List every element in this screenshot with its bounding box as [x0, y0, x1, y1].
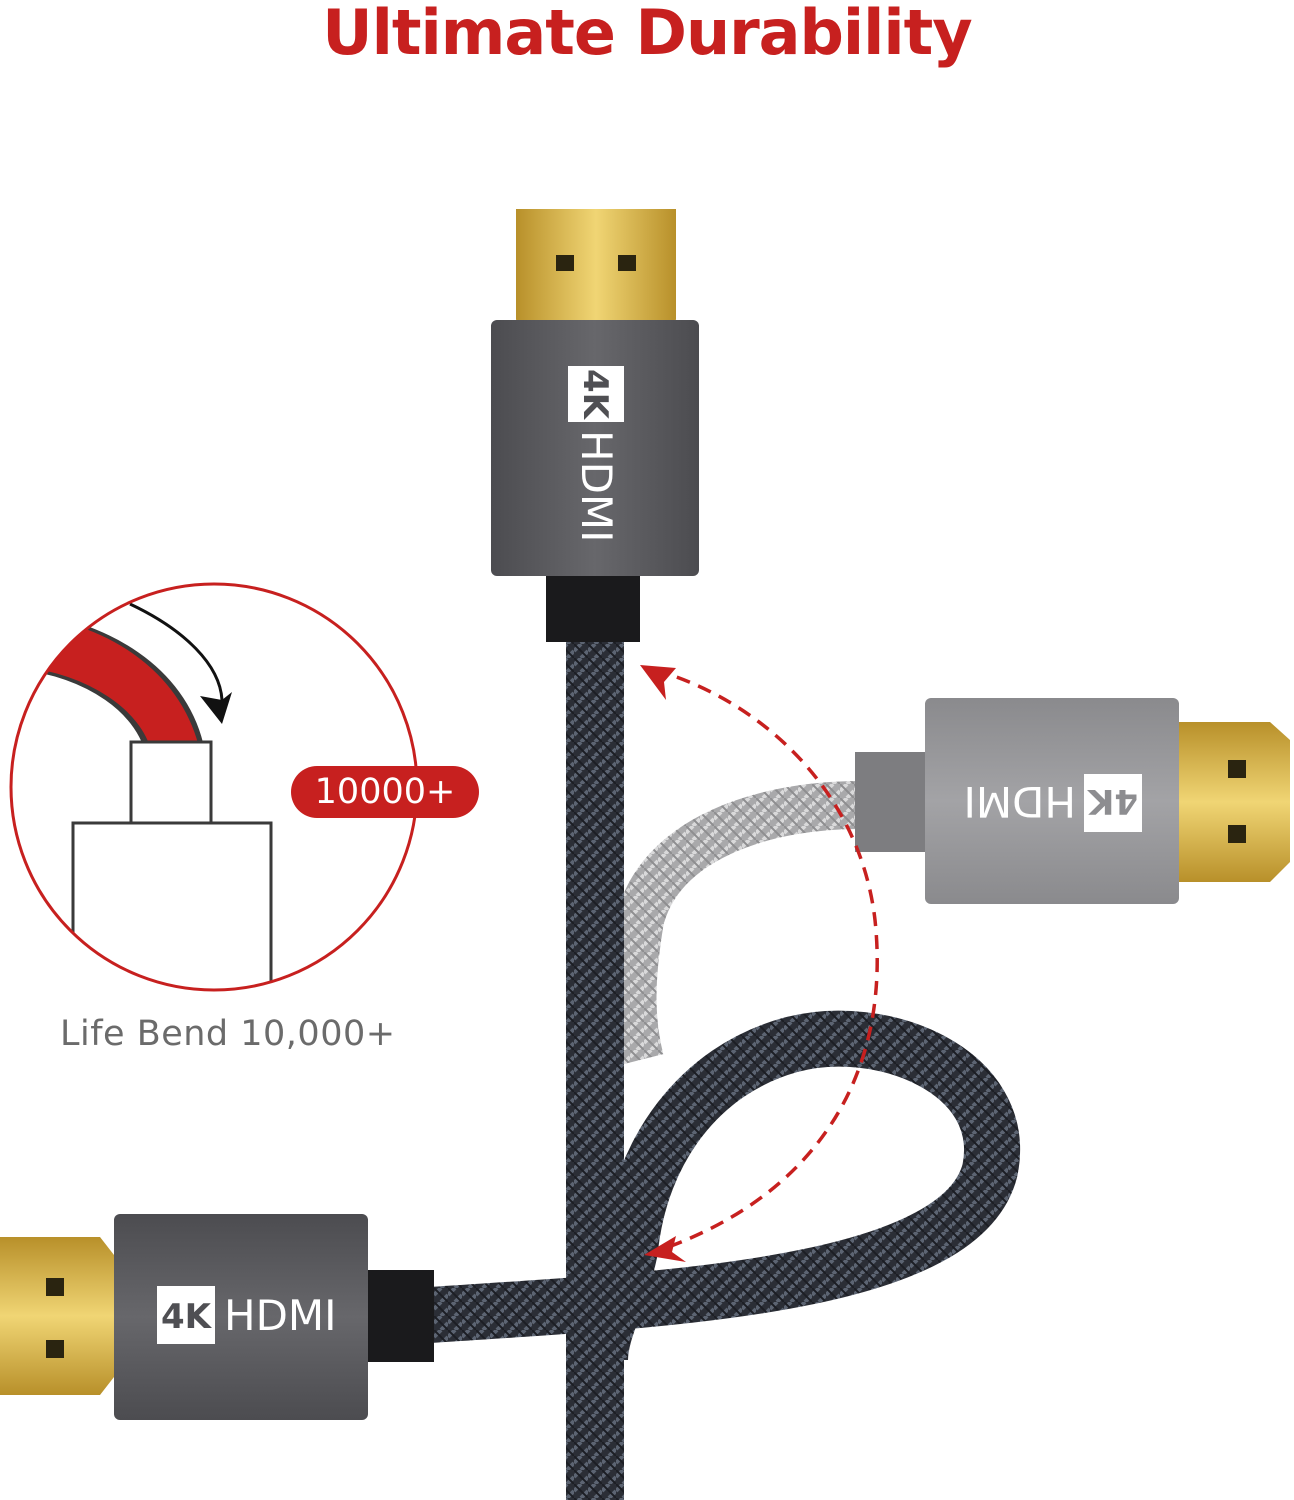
hdmi-connector-right: 4K HDMI — [855, 698, 1290, 904]
bend-caption: Life Bend 10,000+ — [60, 1014, 396, 1054]
arc-arrowhead-bottom — [644, 1236, 686, 1262]
hdmi-connector-bottom: 4K HDMI — [0, 1214, 434, 1420]
connector-top-label: HDMI — [572, 430, 621, 543]
connector-bottom-label: HDMI — [224, 1291, 337, 1340]
connector-top-badge: 4K — [575, 369, 615, 421]
connector-bottom-badge: 4K — [161, 1297, 213, 1337]
cable-vertical — [566, 640, 624, 1500]
cable-ghost — [608, 781, 861, 1066]
arc-arrowhead-top — [640, 665, 676, 700]
dashed-arc-arrow-icon — [654, 668, 879, 1252]
bend-count-badge: 10000+ — [291, 766, 479, 818]
bend-count-text: 10000+ — [315, 772, 456, 812]
connector-right-badge: 4K — [1086, 781, 1138, 821]
hdmi-connector-top: 4K HDMI — [491, 209, 699, 642]
connector-right-label: HDMI — [963, 777, 1076, 826]
curved-arrow-icon — [129, 602, 224, 701]
cable-loop — [428, 1010, 1020, 1362]
page-title: Ultimate Durability — [322, 0, 972, 69]
